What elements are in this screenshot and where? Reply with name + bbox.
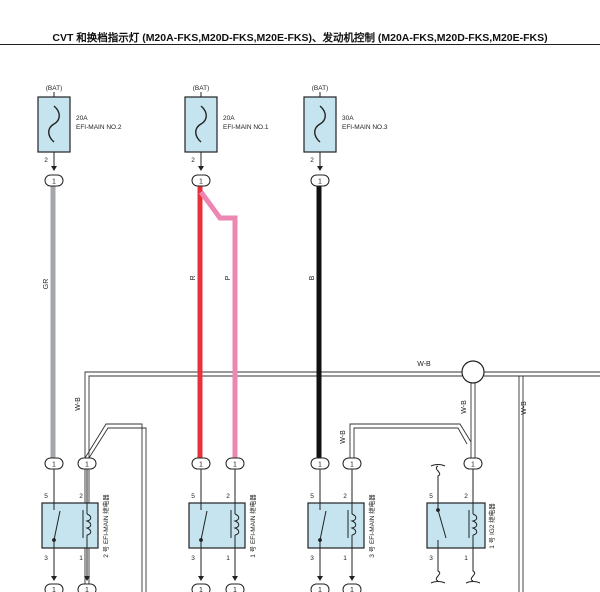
connector-label: 1 bbox=[199, 587, 203, 592]
relay-pin: 3 bbox=[44, 555, 48, 562]
relay-connectors: 1 1 1 1 1 1 1 bbox=[44, 457, 483, 470]
relay-name: 2 号 EFI-MAIN 继电器 bbox=[101, 494, 110, 558]
relay-pin: 5 bbox=[429, 493, 433, 500]
connector-label: 1 bbox=[350, 462, 354, 469]
title-rule bbox=[0, 44, 600, 45]
fuse-pin: 2 bbox=[191, 157, 195, 164]
connector-label: 1 bbox=[318, 462, 322, 469]
relay-pin: 5 bbox=[44, 493, 48, 500]
fuse-source: (BAT) bbox=[46, 85, 63, 92]
fuse-amp: 20A bbox=[76, 115, 88, 122]
relay-pin: 5 bbox=[191, 493, 195, 500]
fuse-efi-main-no3: (BAT) 30A EFI-MAIN NO.3 2 1 bbox=[303, 85, 388, 187]
connector-label: 1 bbox=[52, 587, 56, 592]
relay-pin: 2 bbox=[226, 493, 230, 500]
arrow-down-icon bbox=[51, 166, 57, 171]
fuse-name: EFI-MAIN NO.2 bbox=[76, 124, 122, 131]
wire-label-wb-mid2: W-B bbox=[461, 400, 468, 414]
relay-name: 1 号 IG2 继电器 bbox=[487, 503, 496, 549]
relay-coil-icon bbox=[347, 503, 357, 548]
relay-coil-icon bbox=[468, 503, 478, 548]
relay-pin: 1 bbox=[226, 555, 230, 562]
relay-pin: 2 bbox=[79, 493, 83, 500]
connector-label: 1 bbox=[233, 462, 237, 469]
fuse-source: (BAT) bbox=[193, 85, 210, 92]
relay-efi-main-no3: 5 2 3 号 EFI-MAIN 继电器 3 1 bbox=[307, 493, 376, 562]
relay-efi-main-no1: 5 2 1 号 EFI-MAIN 继电器 3 1 bbox=[188, 493, 257, 562]
connector-label: 1 bbox=[85, 587, 89, 592]
bottom-arrows bbox=[51, 576, 355, 581]
relay-pin: 3 bbox=[191, 555, 195, 562]
fuse-symbol-icon bbox=[314, 105, 326, 143]
arrow-down-icon bbox=[84, 576, 90, 581]
relay-pin: 3 bbox=[310, 555, 314, 562]
page-title: CVT 和换档指示灯 (M20A-FKS,M20D-FKS,M20E-FKS)、… bbox=[52, 32, 548, 44]
relay-efi-main-no2: 5 2 2 号 EFI-MAIN 继电器 3 1 bbox=[41, 493, 110, 562]
bottom-leads bbox=[53, 548, 481, 584]
connector-label: 1 bbox=[233, 587, 237, 592]
connector-label: 1 bbox=[52, 179, 56, 186]
relay-pin: 2 bbox=[464, 493, 468, 500]
fuse-symbol-icon bbox=[195, 105, 207, 143]
arrow-down-icon bbox=[198, 166, 204, 171]
connector-label: 1 bbox=[318, 179, 322, 186]
connector-label: 1 bbox=[350, 587, 354, 592]
connector-label: 1 bbox=[199, 462, 203, 469]
wire-label-p: P bbox=[225, 275, 232, 280]
relay-coil-icon bbox=[230, 503, 240, 548]
arrow-down-icon bbox=[317, 166, 323, 171]
wire-label-wb-left: W-B bbox=[75, 397, 82, 411]
relay-switch-icon bbox=[436, 503, 447, 548]
fuse-pin: 2 bbox=[44, 157, 48, 164]
arrow-down-icon bbox=[317, 576, 323, 581]
connector-label: 1 bbox=[318, 587, 322, 592]
fuse-amp: 20A bbox=[223, 115, 235, 122]
wb-junction bbox=[461, 360, 485, 384]
bottom-connectors: 1 1 1 1 1 1 bbox=[44, 583, 362, 592]
relay-pin: 5 bbox=[310, 493, 314, 500]
relay-switch-icon bbox=[318, 503, 327, 548]
relay-pin: 1 bbox=[464, 555, 468, 562]
connector-label: 1 bbox=[471, 462, 475, 469]
fuse-name: EFI-MAIN NO.3 bbox=[342, 124, 388, 131]
relay-switch-icon bbox=[199, 503, 208, 548]
connector-label: 1 bbox=[85, 462, 89, 469]
relay-name: 1 号 EFI-MAIN 继电器 bbox=[248, 494, 257, 558]
wire-label-wb-mid: W-B bbox=[340, 430, 347, 444]
relay-stubs bbox=[53, 464, 474, 503]
relay-pin: 3 bbox=[429, 555, 433, 562]
wire-label-b: B bbox=[309, 275, 316, 280]
arrow-down-icon bbox=[232, 576, 238, 581]
arrow-down-icon bbox=[51, 576, 57, 581]
arrow-down-icon bbox=[198, 576, 204, 581]
relay-name: 3 号 EFI-MAIN 继电器 bbox=[367, 494, 376, 558]
connector-label: 1 bbox=[199, 179, 203, 186]
wire-label-wb-right: W-B bbox=[521, 401, 528, 415]
relay-pin: 1 bbox=[343, 555, 347, 562]
connector-label: 1 bbox=[52, 462, 56, 469]
fuse-source: (BAT) bbox=[312, 85, 329, 92]
wire-label-gr: GR bbox=[43, 279, 50, 290]
wire-label-r: R bbox=[190, 275, 197, 280]
fuse-symbol-icon bbox=[48, 105, 60, 143]
wire-label-wb-top: W-B bbox=[417, 361, 431, 368]
relay-ig2: 5 2 1 号 IG2 继电器 3 1 bbox=[426, 493, 496, 562]
wire-p bbox=[198, 190, 238, 458]
relay-switch-icon bbox=[52, 503, 61, 548]
fuse-efi-main-no2: (BAT) 20A EFI-MAIN NO.2 2 1 bbox=[37, 85, 122, 187]
fuse-pin: 2 bbox=[310, 157, 314, 164]
fuse-amp: 30A bbox=[342, 115, 354, 122]
fuse-name: EFI-MAIN NO.1 bbox=[223, 124, 269, 131]
fuse-efi-main-no1: (BAT) 20A EFI-MAIN NO.1 2 1 bbox=[184, 85, 269, 187]
arrow-down-icon bbox=[349, 576, 355, 581]
relay-pin: 2 bbox=[343, 493, 347, 500]
relay-coil-icon bbox=[82, 503, 92, 548]
relay-pin: 1 bbox=[79, 555, 83, 562]
